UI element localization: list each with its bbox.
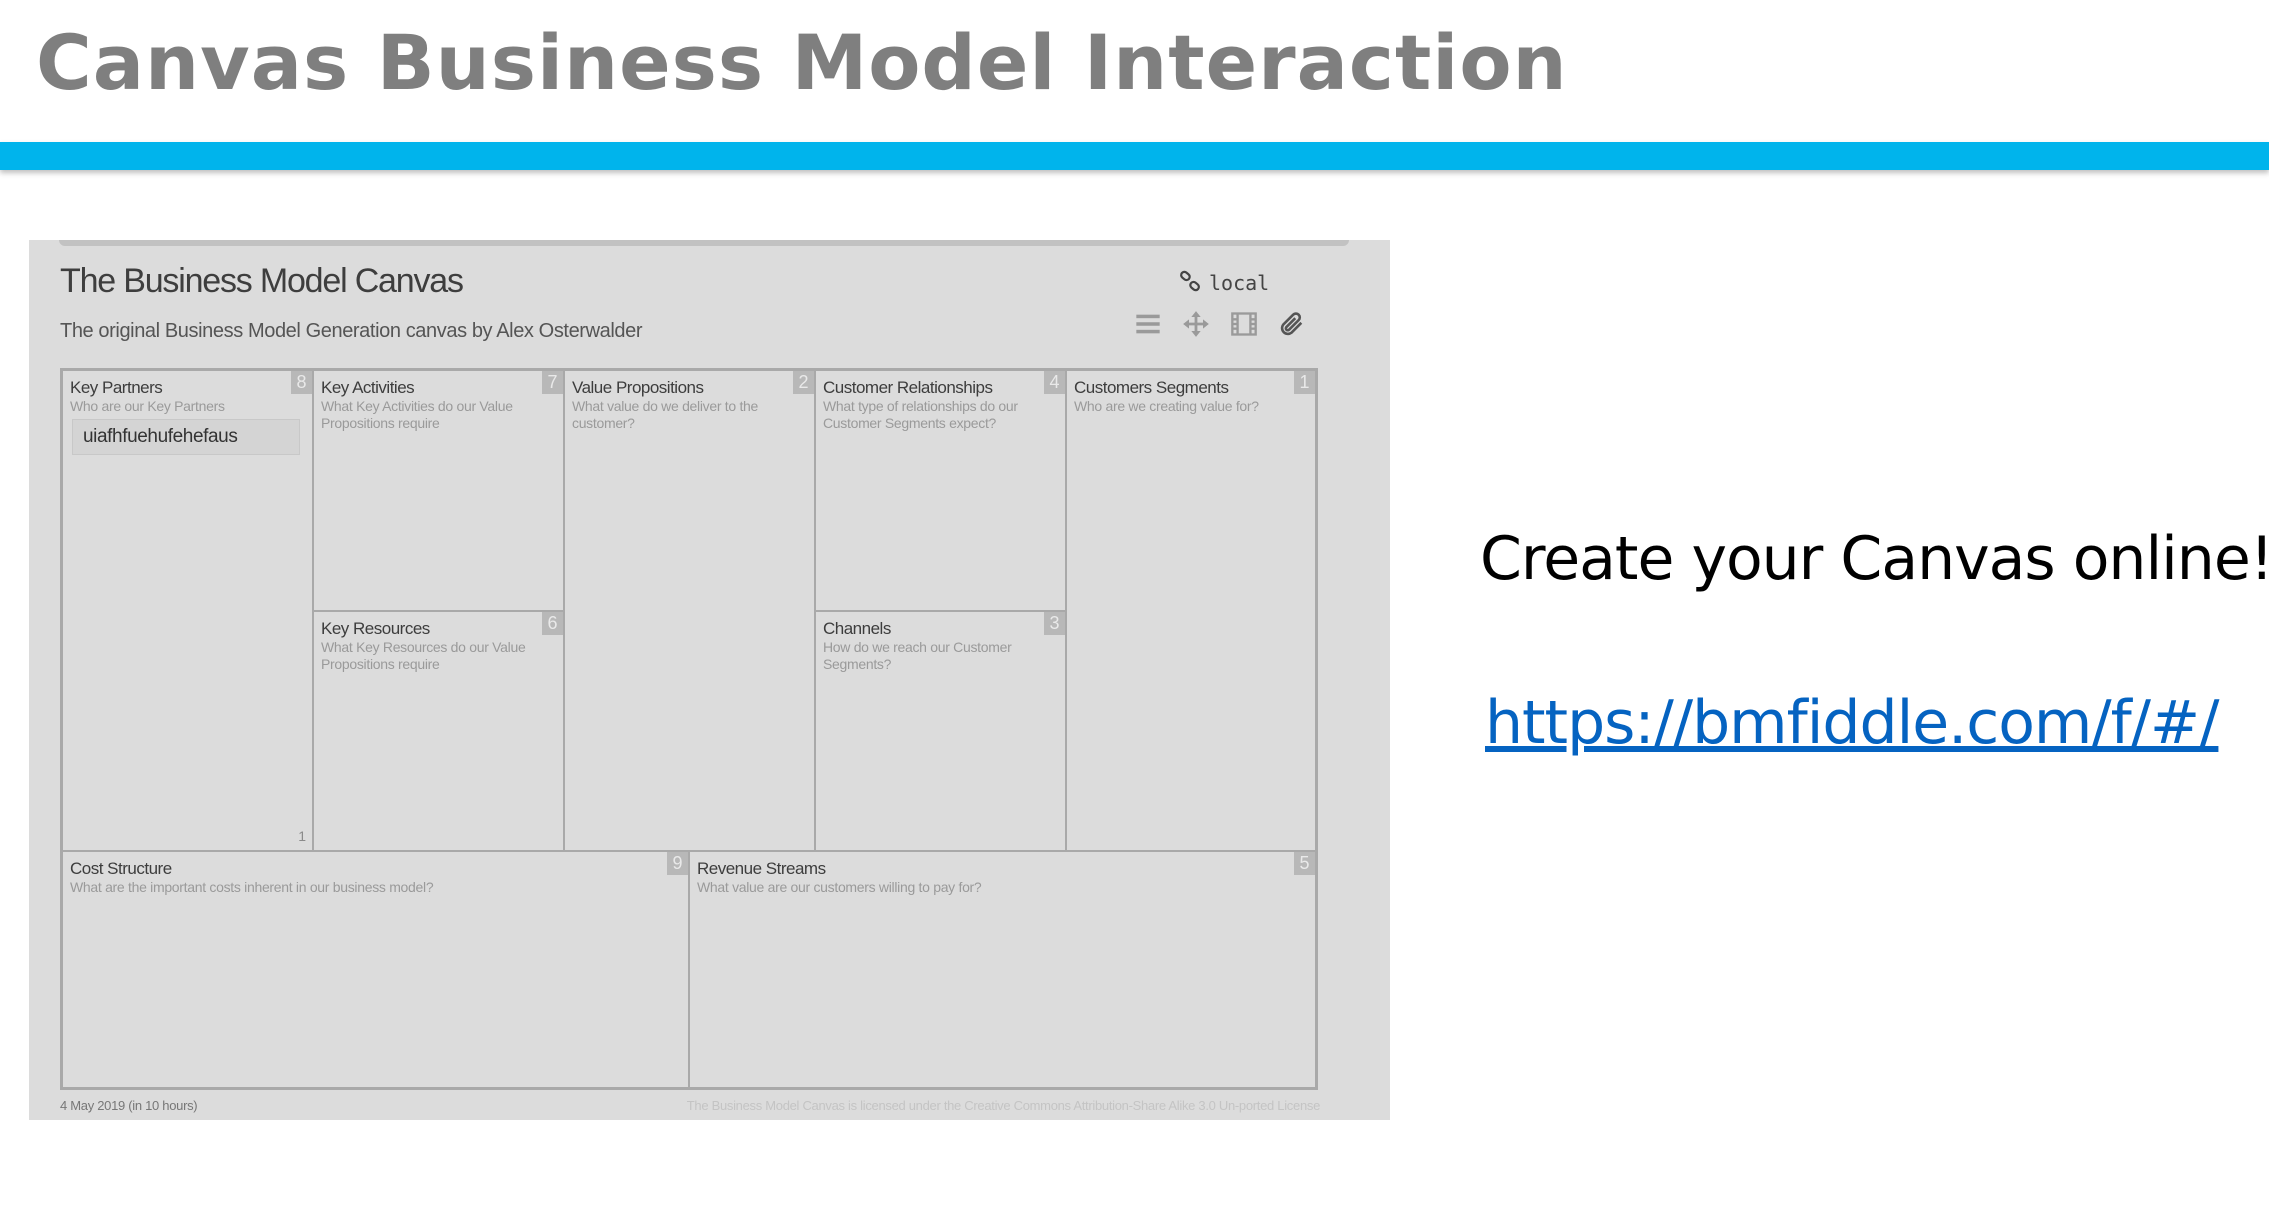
block-question: What value are our customers willing to … [697,879,982,895]
canvas-title: The Business Model Canvas [60,262,464,300]
block-number: 5 [1294,852,1315,875]
block-question: Who are we creating value for? [1074,398,1259,414]
block-value-propositions[interactable]: Value Propositions What value do we deli… [564,370,815,851]
block-number: 8 [291,371,312,394]
block-number: 7 [542,371,563,394]
business-model-canvas-grid: Key Partners Who are our Key Partners 8 … [60,368,1318,1090]
canvas-subtitle: The original Business Model Generation c… [60,320,643,342]
slide-title: Canvas Business Model Interaction [36,18,1568,107]
sticky-note[interactable]: uiafhfuehufehefaus [72,419,300,455]
block-number: 9 [667,852,688,875]
block-customer-segments[interactable]: Customers Segments Who are we creating v… [1066,370,1316,851]
block-title: Channels [823,619,891,638]
block-title: Value Propositions [572,378,704,397]
block-question: Who are our Key Partners [70,398,225,414]
block-title: Customer Relationships [823,378,993,397]
block-question: What value do we deliver to the customer… [572,398,759,431]
block-number: 2 [793,371,814,394]
block-question: How do we reach our Customer Segments? [823,639,1012,672]
block-question: What are the important costs inherent in… [70,879,434,895]
canvas-toolbar [1132,308,1308,340]
block-number: 3 [1044,612,1065,635]
footer-date: 4 May 2019 (in 10 hours) [60,1098,198,1113]
local-link[interactable]: local [1179,270,1269,296]
accent-bar [0,142,2269,170]
block-revenue-streams[interactable]: Revenue Streams What value are our custo… [689,851,1316,1088]
local-link-label: local [1209,271,1270,295]
block-customer-relationships[interactable]: Customer Relationships What type of rela… [815,370,1066,611]
block-question: What Key Resources do our Value Proposit… [321,639,526,672]
block-key-resources[interactable]: Key Resources What Key Resources do our … [313,611,564,851]
block-number: 1 [1294,371,1315,394]
block-number: 4 [1044,371,1065,394]
link-icon [1179,270,1201,297]
block-channels[interactable]: Channels How do we reach our Customer Se… [815,611,1066,851]
block-question: What type of relationships do our Custom… [823,398,1018,431]
block-cost-structure[interactable]: Cost Structure What are the important co… [62,851,689,1088]
film-icon[interactable] [1228,308,1260,340]
list-icon[interactable] [1132,308,1164,340]
block-title: Revenue Streams [697,859,826,878]
promo-text: Create your Canvas online! [1480,524,2269,594]
canvas-screenshot: The Business Model Canvas The original B… [29,240,1390,1120]
block-key-activities[interactable]: Key Activities What Key Activities do ou… [313,370,564,611]
move-icon[interactable] [1180,308,1212,340]
paperclip-icon[interactable] [1276,308,1308,340]
block-title: Customers Segments [1074,378,1229,397]
block-title: Key Resources [321,619,430,638]
block-title: Key Activities [321,378,415,397]
footer-license: The Business Model Canvas is licensed un… [686,1098,1321,1113]
block-number: 6 [542,612,563,635]
block-title: Key Partners [70,378,163,397]
block-key-partners[interactable]: Key Partners Who are our Key Partners 8 … [62,370,313,851]
block-title: Cost Structure [70,859,172,878]
block-question: What Key Activities do our Value Proposi… [321,398,513,431]
promo-link[interactable]: https://bmfiddle.com/f/#/ [1485,688,2219,758]
note-count: 1 [298,828,306,844]
window-top-edge [59,240,1349,246]
